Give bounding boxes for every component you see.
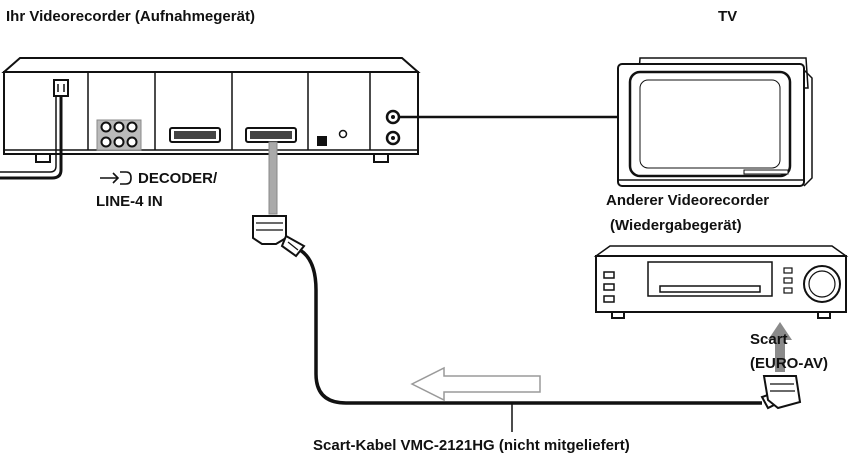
tv-control-strip xyxy=(743,169,789,175)
tv-title: TV xyxy=(718,8,738,25)
scart-cable xyxy=(298,248,762,405)
recording-vcr xyxy=(0,57,421,180)
playback-vcr xyxy=(593,245,849,319)
signal-up-arrow-icon xyxy=(768,322,792,372)
vcr-foot-left xyxy=(35,153,51,163)
scart-sublabel: (EURO-AV) xyxy=(750,355,829,372)
other-vcr-sublabel: (Wiedergabegerät) xyxy=(610,217,742,234)
tape-slot xyxy=(659,285,761,293)
input-arrow-icon xyxy=(100,171,132,185)
power-cord xyxy=(0,96,63,180)
decoder-label: DECODER/ xyxy=(138,170,218,187)
av-jacks xyxy=(100,121,138,148)
scart-socket-decoder xyxy=(245,127,297,143)
scart-socket-1 xyxy=(169,127,221,143)
line4-label: LINE-4 IN xyxy=(96,193,163,210)
signal-direction-arrow-icon xyxy=(410,366,541,402)
vcr-foot-right xyxy=(373,153,389,163)
other-vcr-label: Anderer Videorecorder xyxy=(606,192,770,209)
vcr-top-lid xyxy=(1,57,421,73)
scart-plug-recorder xyxy=(252,141,306,258)
small-switch xyxy=(317,136,327,146)
scart-label: Scart xyxy=(750,331,788,348)
recorder-title: Ihr Videorecorder (Aufnahmegerät) xyxy=(6,8,255,25)
screw xyxy=(338,129,348,139)
tv xyxy=(617,57,813,187)
cable-caption: Scart-Kabel VMC-2121HG (nicht mitgeliefe… xyxy=(313,437,630,454)
scart-plug-playback xyxy=(760,375,802,410)
power-socket xyxy=(53,79,69,97)
